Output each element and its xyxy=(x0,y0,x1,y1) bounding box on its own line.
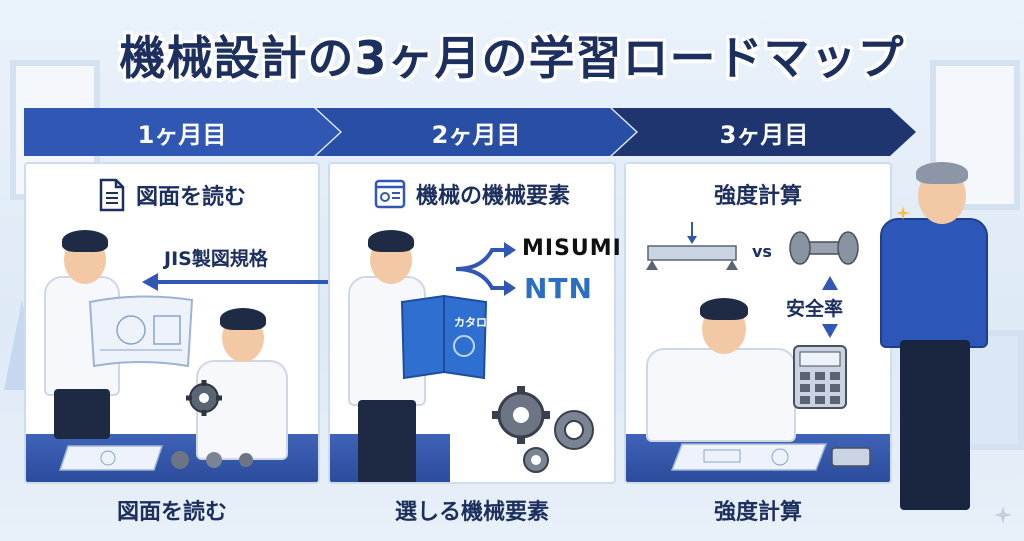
panel-month-1: 図面を読む xyxy=(24,162,320,484)
sparkle-icon xyxy=(896,206,910,220)
jis-label: JIS製図規格 xyxy=(164,248,268,270)
panel-month-2-heading: 機械の機械要素 xyxy=(330,178,614,210)
bearing-small-icon xyxy=(523,447,549,473)
misumi-logo: MISUMI xyxy=(522,236,622,261)
standing-engineer-legs xyxy=(54,389,110,439)
mentor-hair xyxy=(916,162,968,184)
desk-drawing xyxy=(670,443,828,471)
shaft-icon xyxy=(789,231,859,265)
panel-month-3: 強度計算 vs 安全率 xyxy=(624,162,892,484)
desk-calculator-icon xyxy=(831,447,871,467)
ribbon-month-1-label: 1ヶ月目 xyxy=(137,120,227,149)
gear-icon xyxy=(186,380,222,416)
ribbon-month-3-label: 3ヶ月目 xyxy=(719,120,809,149)
beam-load-icon xyxy=(646,222,738,270)
caption-month-3: 強度計算 xyxy=(713,500,802,525)
safety-up-arrow xyxy=(822,276,838,290)
safety-down-arrow xyxy=(822,324,838,338)
calculating-engineer-body xyxy=(646,348,796,442)
vs-label: vs xyxy=(752,242,772,261)
desk-drawing xyxy=(58,445,164,471)
caption-month-2: 選しる機械要素 xyxy=(394,500,549,525)
supplier-branch-arrow xyxy=(455,242,516,296)
panel-month-3-heading: 強度計算 xyxy=(626,178,890,210)
bearing-icon xyxy=(554,410,594,450)
document-icon xyxy=(99,178,125,212)
ribbon-month-2-label: 2ヶ月目 xyxy=(431,120,521,149)
calculator-icon xyxy=(793,345,847,409)
panel-month-1-heading: 図面を読む xyxy=(26,178,318,212)
ntn-logo: NTN xyxy=(524,272,593,305)
reading-engineer-hair xyxy=(368,230,414,252)
calculating-engineer-hair xyxy=(700,298,748,320)
corner-sparkle-icon xyxy=(994,506,1012,524)
mentor-body xyxy=(880,218,988,348)
ribbon-month-2: 2ヶ月目 xyxy=(316,108,636,156)
standing-engineer-hair xyxy=(62,230,108,252)
panel-month-3-heading-text: 強度計算 xyxy=(713,184,802,209)
safety-factor-label: 安全率 xyxy=(786,298,844,320)
panel-month-1-heading-text: 図面を読む xyxy=(135,185,246,210)
catalog-book xyxy=(400,294,488,380)
catalog-label: カタログ xyxy=(454,316,498,329)
panel-month-2-heading-text: 機械の機械要素 xyxy=(415,184,570,209)
mentor-legs xyxy=(900,340,970,510)
page-title: 機械設計の3ヶ月の学習ロードマップ xyxy=(119,31,905,85)
reading-engineer-legs xyxy=(358,400,416,482)
desk-parts-icon xyxy=(171,451,253,469)
gear-icon xyxy=(492,386,550,444)
ribbon-month-3: 3ヶ月目 xyxy=(612,108,916,156)
caption-month-1: 図面を読む xyxy=(116,500,227,525)
sitting-engineer-hair xyxy=(220,308,266,330)
panel-month-2: 機械の機械要素 カタログ xyxy=(328,162,616,484)
ribbon-month-1: 1ヶ月目 xyxy=(24,108,340,156)
blueprint-sheet xyxy=(88,295,194,368)
catalog-window-icon xyxy=(374,179,406,209)
